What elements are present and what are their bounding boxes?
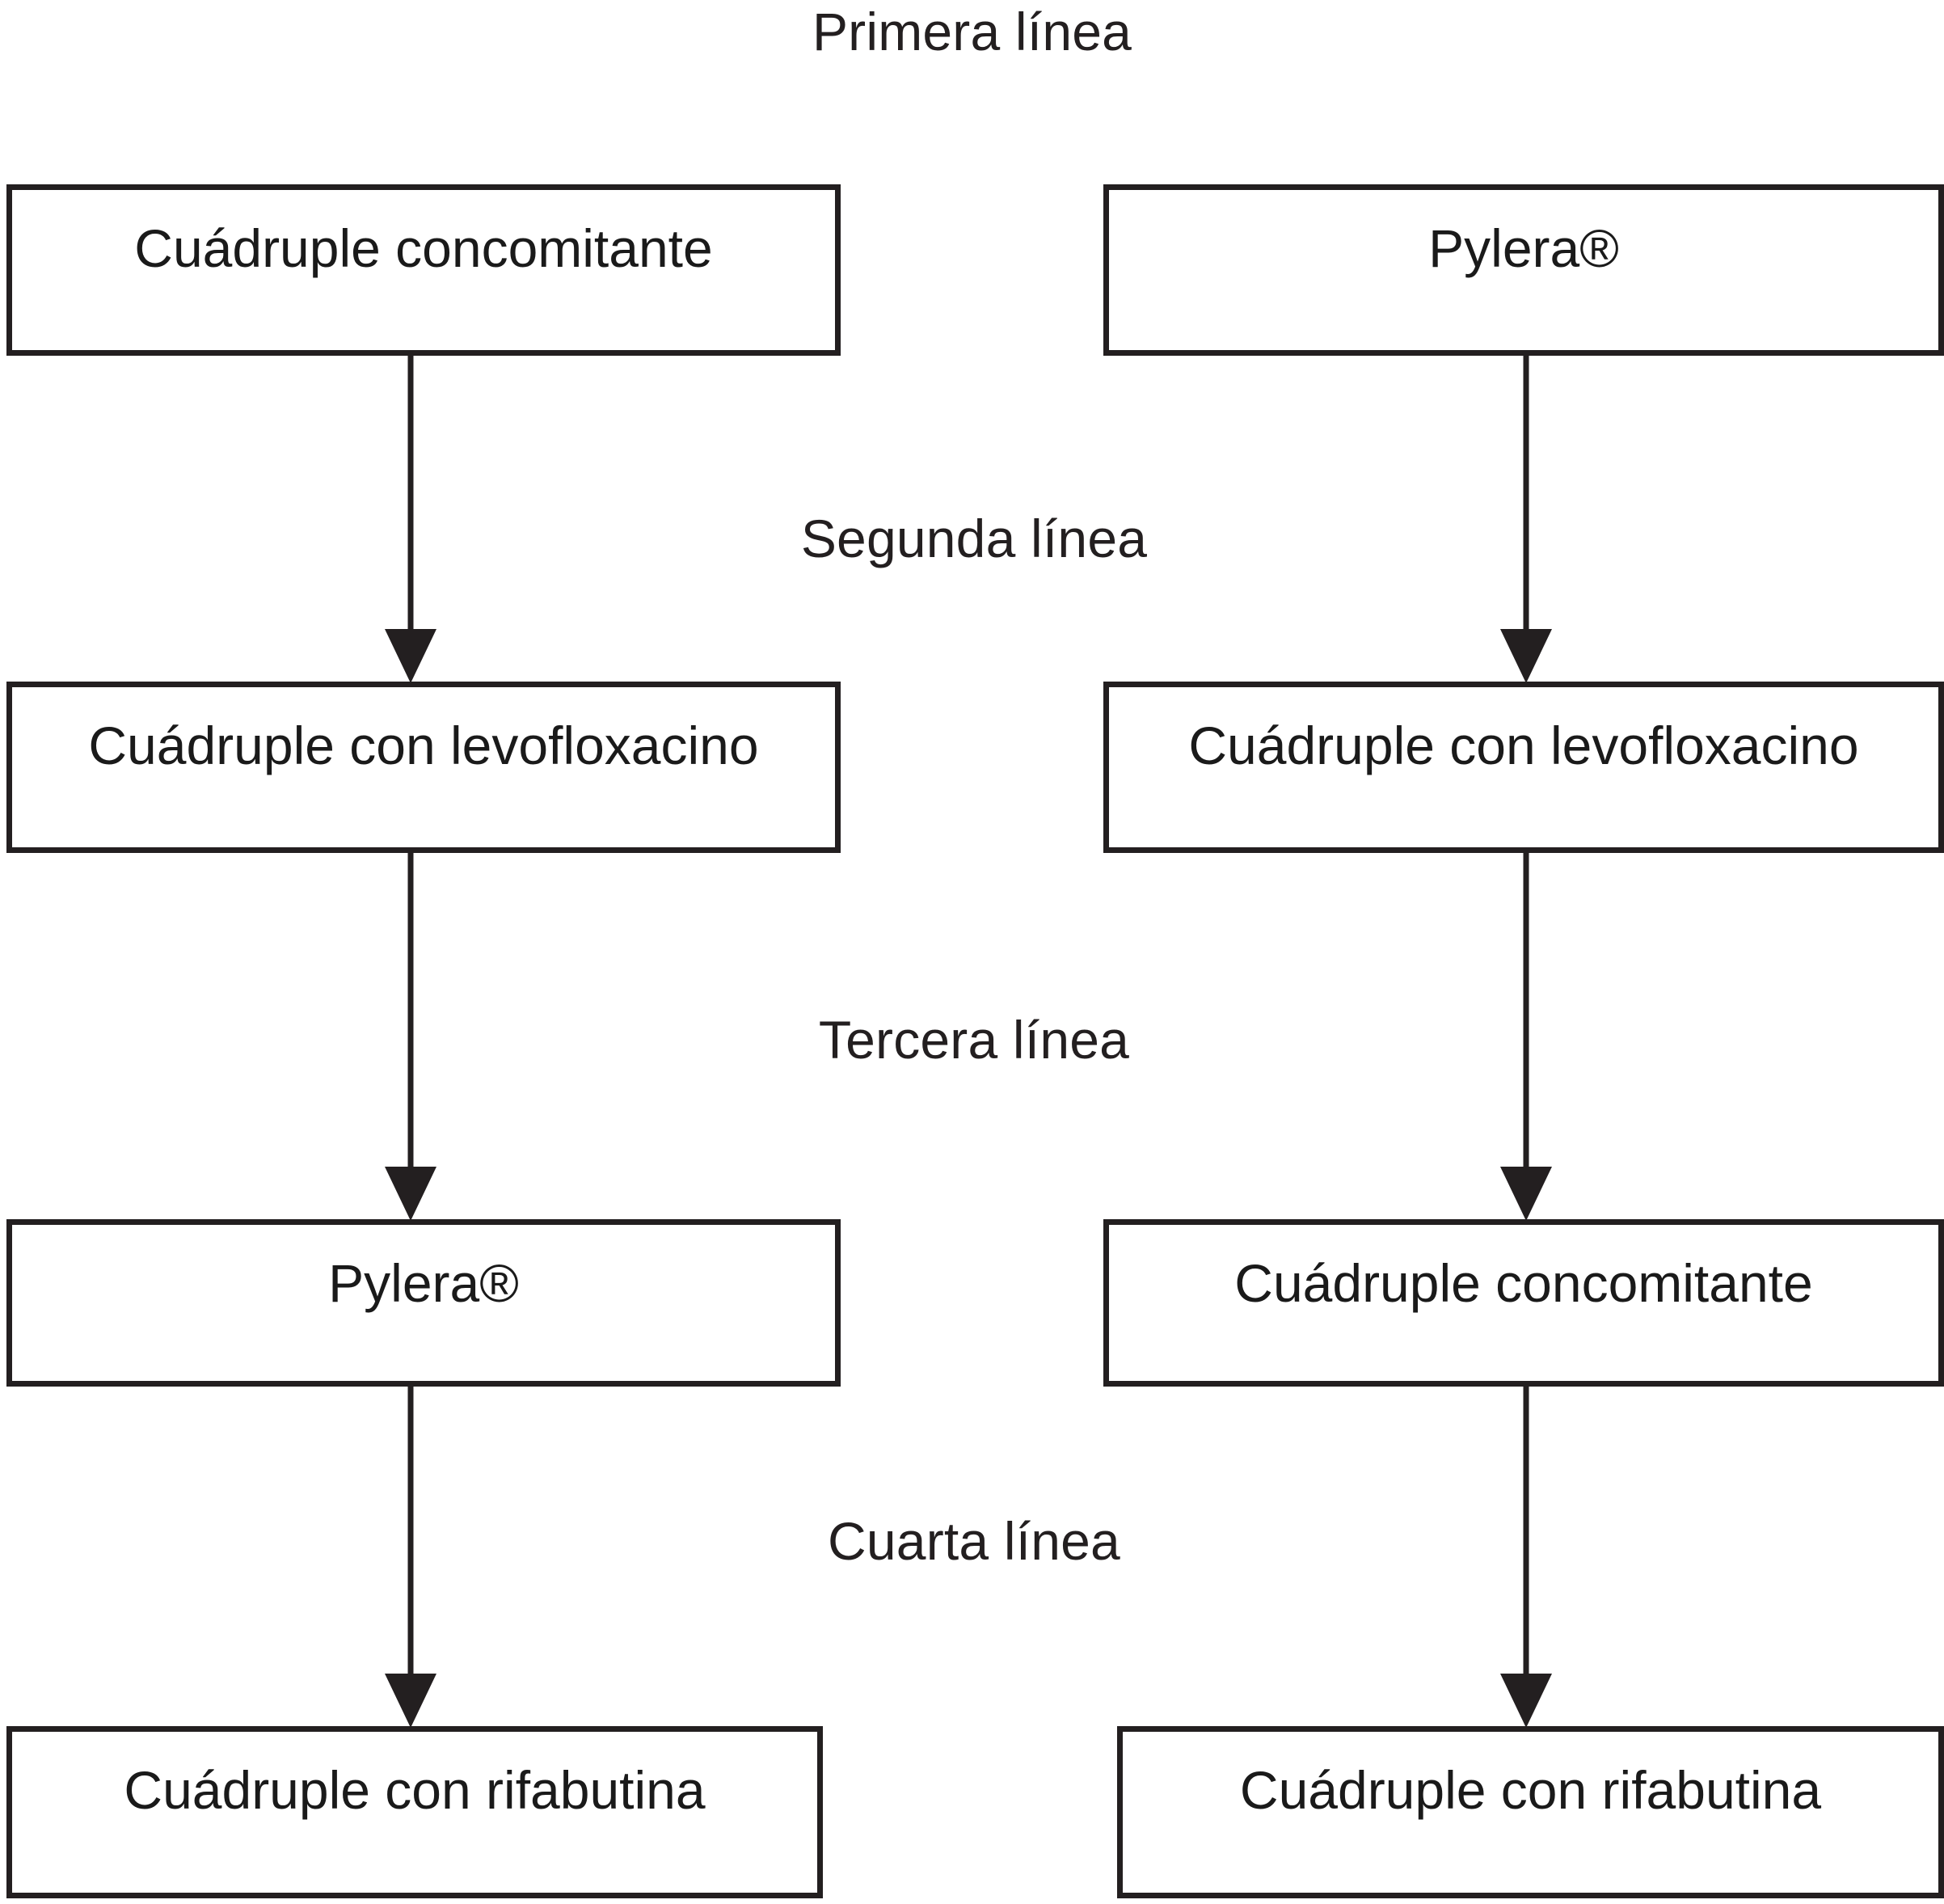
- arrow-down-r3c1-to-r4c1: [362, 1387, 459, 1728]
- node-label-r4c1: Cuádruple con rifabutina: [124, 1760, 706, 1820]
- node-box-r2c2[interactable]: Cuádruple con levofloxacino: [1103, 682, 1944, 853]
- node-box-r3c2[interactable]: Cuádruple concomitante: [1103, 1219, 1944, 1387]
- arrow-down-r2c2-to-r3c2: [1478, 853, 1575, 1221]
- node-box-r1c2[interactable]: Pylera®: [1103, 184, 1944, 356]
- node-label-r3c2: Cuádruple concomitante: [1234, 1253, 1813, 1313]
- node-box-r1c1[interactable]: Cuádruple concomitante: [6, 184, 841, 356]
- node-box-r4c1[interactable]: Cuádruple con rifabutina: [6, 1726, 823, 1898]
- node-box-r4c2[interactable]: Cuádruple con rifabutina: [1117, 1726, 1944, 1898]
- node-label-r2c2: Cuádruple con levofloxacino: [1188, 716, 1859, 775]
- stage-label-tercera-linea: Tercera línea: [818, 1010, 1130, 1070]
- node-label-r1c1: Cuádruple concomitante: [134, 218, 713, 278]
- arrow-down-r2c1-to-r3c1: [362, 853, 459, 1221]
- node-box-r3c1[interactable]: Pylera®: [6, 1219, 841, 1387]
- node-box-r2c1[interactable]: Cuádruple con levofloxacino: [6, 682, 841, 853]
- node-label-r4c2: Cuádruple con rifabutina: [1239, 1760, 1822, 1820]
- arrow-down-r1c1-to-r2c1: [362, 356, 459, 683]
- stage-label-cuarta-linea: Cuarta línea: [828, 1511, 1120, 1571]
- node-label-r3c1: Pylera®: [328, 1253, 519, 1313]
- node-label-r2c1: Cuádruple con levofloxacino: [88, 716, 759, 775]
- arrow-down-r3c2-to-r4c2: [1478, 1387, 1575, 1728]
- stage-label-primera-linea: Primera línea: [812, 2, 1132, 61]
- node-label-r1c2: Pylera®: [1428, 218, 1619, 278]
- stage-label-segunda-linea: Segunda línea: [800, 509, 1148, 568]
- arrow-down-r1c2-to-r2c2: [1478, 356, 1575, 683]
